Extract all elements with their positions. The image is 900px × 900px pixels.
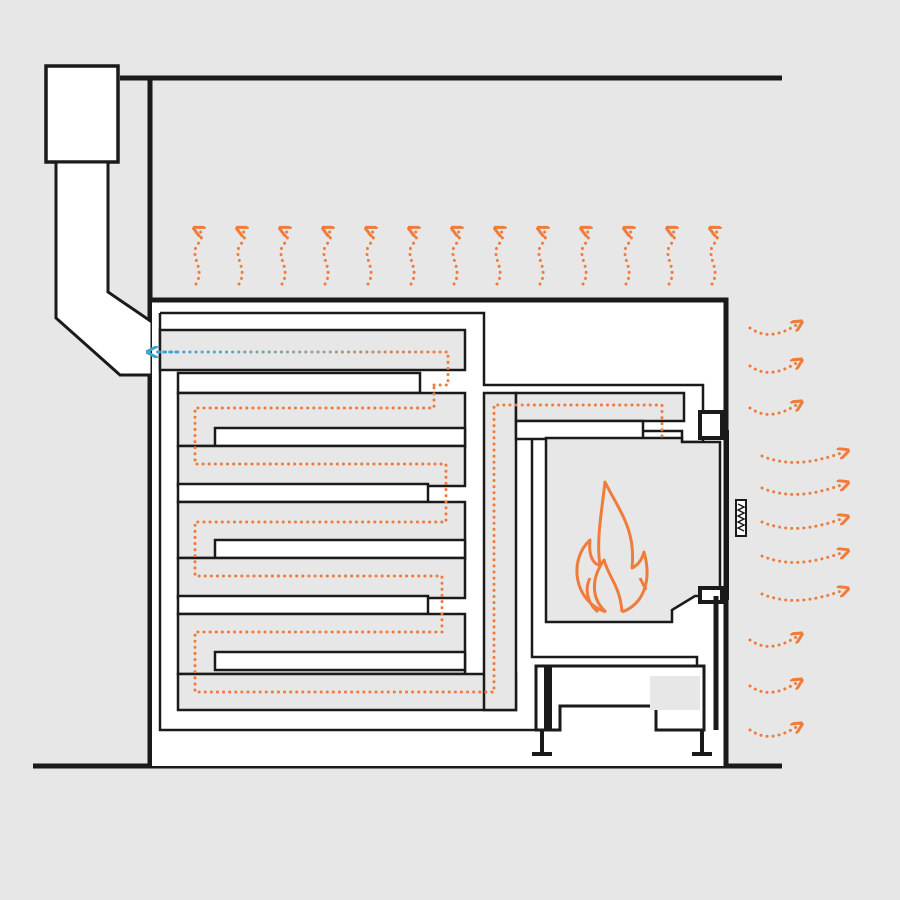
radiant-heat-arrow — [760, 484, 844, 496]
flue-gas-path-hot — [193, 383, 664, 694]
radiant-heat-arrow — [760, 518, 844, 530]
rising-heat-arrow — [496, 230, 503, 286]
baffle-9 — [176, 556, 467, 600]
door-handle-icon[interactable] — [735, 499, 747, 537]
radiant-heat-arrow — [748, 726, 798, 738]
riser-channel — [482, 391, 518, 712]
rising-heat-arrow — [453, 230, 460, 286]
rising-heat-arrow — [539, 230, 546, 286]
rising-heat-arrow — [410, 230, 417, 286]
side-heat-arrows — [748, 324, 844, 738]
baffles — [158, 328, 686, 712]
stove-outer-wall — [152, 297, 729, 766]
rising-heat-arrow — [238, 230, 245, 286]
radiant-heat-arrow — [748, 636, 798, 648]
rising-heat-arrow — [582, 230, 589, 286]
baffle-12 — [213, 650, 467, 672]
chimney — [44, 64, 154, 377]
rising-heat-arrow — [367, 230, 374, 286]
door-latch-top — [698, 410, 724, 440]
flue-pipe — [54, 160, 154, 377]
firebox-chamber — [544, 436, 722, 624]
radiant-heat-arrow — [760, 590, 844, 602]
baffle-10 — [176, 594, 430, 616]
flue-gas-path-cooling — [154, 350, 450, 387]
rising-heat-arrow — [625, 230, 632, 286]
stove-feet — [532, 730, 712, 756]
radiant-heat-arrow — [760, 552, 844, 564]
door-latch-bottom — [698, 586, 724, 604]
rising-heat-arrow — [711, 230, 718, 286]
radiant-heat-arrow — [748, 404, 798, 416]
radiant-heat-arrow — [748, 324, 798, 336]
radiant-heat-arrow — [748, 682, 798, 694]
baffle-6 — [176, 482, 430, 504]
baffle-8 — [213, 538, 467, 560]
stove-body — [152, 297, 747, 766]
top-heat-arrows — [195, 230, 718, 286]
rising-heat-arrow — [195, 230, 202, 286]
flame-icon — [575, 480, 649, 614]
firebox-top-shelf — [514, 391, 686, 423]
rising-heat-arrow — [324, 230, 331, 286]
rising-heat-arrow — [281, 230, 288, 286]
firebox-lintel — [514, 419, 645, 441]
radiant-heat-arrow — [748, 362, 798, 374]
chimney-collar — [44, 64, 120, 164]
ash-drawer[interactable] — [650, 676, 700, 710]
firebox — [532, 410, 747, 756]
baffle-2 — [176, 371, 422, 395]
radiant-heat-arrow — [760, 452, 844, 464]
baffle-4 — [213, 426, 467, 448]
rising-heat-arrow — [668, 230, 675, 286]
baffle-1 — [158, 328, 467, 372]
baffle-5 — [176, 444, 467, 488]
